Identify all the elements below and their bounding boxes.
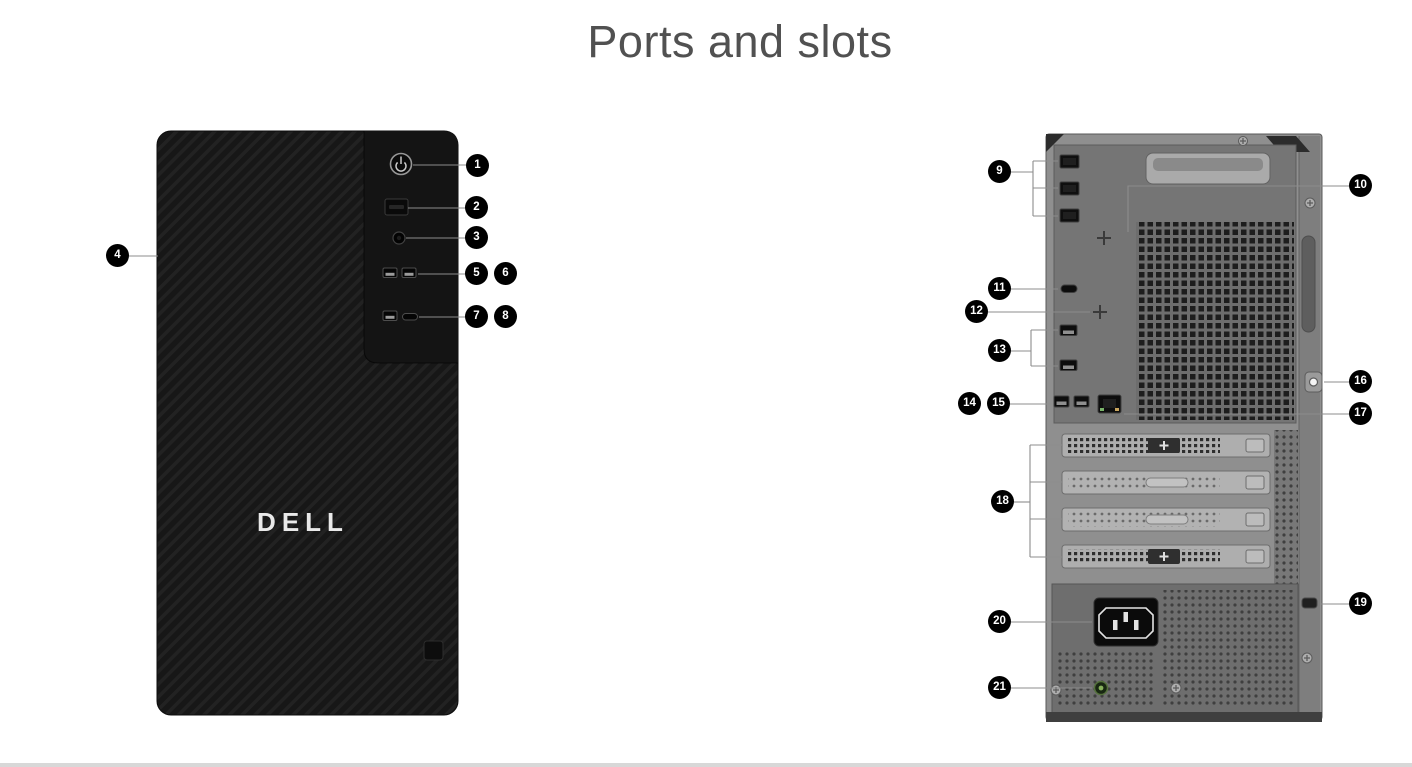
psu-diagnostic-light-icon xyxy=(1093,680,1109,696)
callout-usb-port-2: 6 xyxy=(494,262,517,285)
callout-sd-card-slot: 2 xyxy=(465,196,488,219)
callout-power-connector: 20 xyxy=(988,610,1011,633)
callout-number: 2 xyxy=(473,200,480,213)
screw-icons xyxy=(1050,136,1316,696)
usb-c-port-icon xyxy=(1060,284,1078,293)
side-recess-slot xyxy=(1301,235,1316,333)
security-cable-slot-icon xyxy=(1301,597,1318,609)
callout-optional-port-2: 12 xyxy=(965,300,988,323)
callout-usb-port-3: 7 xyxy=(465,305,488,328)
callout-number: 8 xyxy=(502,309,509,322)
leader-lines xyxy=(129,160,1350,689)
callout-usb-port-1: 5 xyxy=(465,262,488,285)
callout-number: 1 xyxy=(474,158,481,171)
dell-logo: DELL xyxy=(257,507,349,537)
callout-usb-type-c-front: 8 xyxy=(494,305,517,328)
side-vent-strip xyxy=(1274,430,1298,590)
callout-number: 7 xyxy=(473,309,480,322)
front-badge xyxy=(423,640,444,661)
callout-number: 5 xyxy=(473,266,480,279)
callout-number: 21 xyxy=(993,680,1006,693)
callout-number: 10 xyxy=(1354,178,1367,191)
callout-number: 19 xyxy=(1354,596,1367,609)
callout-psu-diagnostic-light: 21 xyxy=(988,676,1011,699)
optional-port-icons xyxy=(1093,231,1111,319)
callout-number: 20 xyxy=(993,614,1006,627)
callout-number: 14 xyxy=(963,396,976,409)
callout-usb-port-4: 14 xyxy=(958,392,981,415)
callout-optional-port-1: 10 xyxy=(1349,174,1372,197)
callout-expansion-slots: 18 xyxy=(991,490,1014,513)
callout-security-cable-slot: 19 xyxy=(1349,592,1372,615)
callout-display-ports: 9 xyxy=(988,160,1011,183)
callout-number: 16 xyxy=(1354,374,1367,387)
callout-power-button: 1 xyxy=(466,154,489,177)
callout-padlock-ring: 16 xyxy=(1349,370,1372,393)
callout-number: 6 xyxy=(502,266,509,279)
callout-number: 18 xyxy=(996,494,1009,507)
callout-headset-port: 3 xyxy=(465,226,488,249)
rear-vent-grid xyxy=(1136,222,1294,420)
callout-front-panel: 4 xyxy=(106,244,129,267)
bottom-divider xyxy=(0,763,1412,767)
callout-usb-type-c-rear: 11 xyxy=(988,277,1011,300)
callout-number: 17 xyxy=(1354,406,1367,419)
padlock-ring-icon xyxy=(1304,371,1323,393)
sd-card-slot-icon xyxy=(384,198,409,216)
power-button-icon xyxy=(389,152,413,176)
rear-usb-port-icons xyxy=(1053,324,1090,408)
chassis-handle xyxy=(1145,152,1271,185)
callout-number: 11 xyxy=(993,281,1006,294)
callout-number: 4 xyxy=(114,248,121,261)
psu-area xyxy=(1051,583,1299,715)
callout-number: 12 xyxy=(970,304,983,317)
callout-number: 9 xyxy=(996,164,1003,177)
callout-usb-port-5: 15 xyxy=(987,392,1010,415)
displayport-icons xyxy=(1059,154,1080,223)
callout-number: 3 xyxy=(473,230,480,243)
callout-usb-ports-rear: 13 xyxy=(988,339,1011,362)
front-usb-ports-icon xyxy=(382,267,418,321)
power-connector-icon xyxy=(1093,597,1159,647)
callout-ethernet-port: 17 xyxy=(1349,402,1372,425)
chassis-base xyxy=(1046,712,1322,722)
headset-jack-icon xyxy=(392,231,406,245)
callout-number: 13 xyxy=(993,343,1006,356)
rear-tower-illustration xyxy=(1045,133,1323,722)
callout-number: 15 xyxy=(992,396,1005,409)
page-title: Ports and slots xyxy=(587,16,893,67)
front-tower-illustration: DELL xyxy=(156,130,459,716)
ethernet-port-icon xyxy=(1097,394,1122,414)
